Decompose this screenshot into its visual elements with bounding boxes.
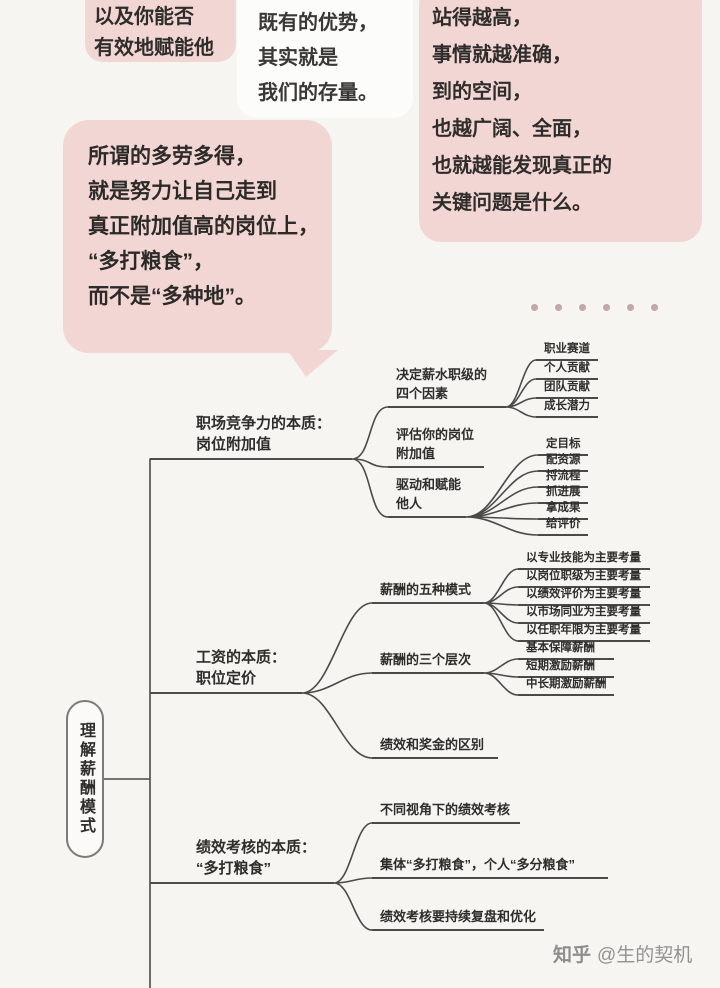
branch-label: 职场竞争力的本质： (196, 415, 332, 432)
branch-salary-essence: 工资的本质： 职位定价 (150, 647, 302, 694)
sub-branch-perspectives: 不同视角下的绩效考核 (372, 800, 520, 824)
leaf-item: 团队贡献 (536, 380, 598, 399)
sub-branch-label: 驱动和赋能 (396, 477, 462, 492)
bubble-line: 事情就越准确， (432, 44, 572, 66)
leaf-item: 短期激励薪酬 (518, 659, 614, 678)
leaf-item: 中长期激励薪酬 (518, 677, 614, 696)
bubble-line: 而不是“多种地”。 (88, 285, 256, 308)
bubble-line: 所谓的多劳多得， (88, 145, 256, 168)
branch-label: 绩效考核的本质： (196, 839, 317, 856)
sub-branch-label: 不同视角下的绩效考核 (380, 802, 511, 817)
leaf-item: 成长潜力 (536, 399, 598, 418)
branch-performance-review: 绩效考核的本质： “多打粮食” (150, 837, 334, 884)
sub-branch-label: 绩效和奖金的区别 (380, 737, 485, 752)
leaf-item: 捋流程 (538, 469, 588, 488)
sub-branch-four-factors: 决定薪水职级的 四个因素 (388, 365, 506, 408)
speech-bubble-enable-others: 以及你能否 有效地赋能他 (85, 0, 236, 62)
root-node-label: 理解薪酬模式 (77, 722, 94, 836)
leaf-item: 配资源 (538, 453, 588, 472)
leaf-item: 拿成果 (538, 501, 588, 520)
sub-branch-continuous-review: 绩效考核要持续复盘和优化 (372, 907, 544, 931)
bubble-line: “多打粮食”， (88, 250, 214, 273)
branch-label: 职位定价 (196, 670, 257, 687)
speech-bubble-existing-advantage: 既有的优势， 其实就是 我们的存量。 (237, 0, 413, 118)
decor-dot (531, 304, 538, 311)
sub-branch-label: 四个因素 (396, 386, 449, 401)
sub-branch-label: 附加值 (396, 446, 436, 461)
sub-branch-label: 薪酬的五种模式 (380, 582, 472, 597)
speech-bubble-more-work: 所谓的多劳多得， 就是努力让自己走到 真正附加值高的岗位上， “多打粮食”， 而… (63, 120, 332, 353)
bubble-line: 以及你能否 (94, 6, 194, 28)
sub-branch-label: 薪酬的三个层次 (380, 652, 472, 667)
leaf-item: 定目标 (538, 437, 588, 456)
leaf-item: 职业赛道 (536, 342, 598, 361)
sub-branch-bonus-difference: 绩效和奖金的区别 (372, 735, 498, 759)
sub-branch-label: 绩效考核要持续复盘和优化 (380, 909, 537, 924)
leaf-item: 以任职年限为主要考量 (518, 623, 650, 642)
decor-dot (603, 304, 610, 311)
sub-branch-five-models: 薪酬的五种模式 (372, 580, 484, 604)
bubble-line: 我们的存量。 (258, 82, 378, 104)
zhihu-logo: 知乎 (553, 945, 592, 966)
decor-dot (627, 304, 634, 311)
watermark: 知乎@生的契机 (553, 940, 692, 967)
sub-branch-three-levels: 薪酬的三个层次 (372, 650, 484, 674)
decor-dot (579, 304, 586, 311)
decor-dots (531, 304, 658, 311)
sub-branch-evaluate-value: 评估你的岗位 附加值 (388, 425, 484, 468)
bubble-line: 真正附加值高的岗位上， (88, 215, 319, 238)
bubble-line: 站得越高， (432, 7, 532, 29)
sub-branch-label: 他人 (396, 496, 423, 511)
branch-job-competitiveness: 职场竞争力的本质： 岗位附加值 (150, 413, 352, 460)
sub-branch-label: 集体“多打粮食”，个人“多分粮食” (380, 857, 576, 872)
leaf-item: 以岗位职级为主要考量 (518, 569, 650, 588)
leaf-item: 以专业技能为主要考量 (518, 551, 650, 570)
sub-branch-label: 评估你的岗位 (396, 427, 475, 442)
leaf-item: 以绩效评价为主要考量 (518, 587, 650, 606)
branch-label: “多打粮食” (196, 860, 272, 877)
bubble-line: 有效地赋能他 (94, 37, 214, 59)
leaf-item: 基本保障薪酬 (518, 641, 614, 660)
bubble-line: 到的空间， (432, 81, 532, 103)
bubble-line: 就是努力让自己走到 (88, 180, 277, 203)
sub-branch-drive-enable: 驱动和赋能 他人 (388, 475, 466, 518)
decor-dot (651, 304, 658, 311)
bubble-line: 也就越能发现真正的 (432, 155, 612, 177)
sub-branch-label: 决定薪水职级的 (396, 367, 488, 382)
leaf-item: 抓进展 (538, 485, 588, 504)
sub-branch-collective-individual: 集体“多打粮食”，个人“多分粮食” (372, 855, 608, 879)
leaf-item: 个人贡献 (536, 361, 598, 380)
watermark-handle: @生的契机 (597, 945, 693, 966)
bubble-line: 其实就是 (258, 47, 338, 69)
speech-bubble-higher-view: 站得越高， 事情就越准确， 到的空间， 也越广阔、全面， 也就越能发现真正的 关… (419, 0, 702, 242)
branch-label: 工资的本质： (196, 649, 287, 666)
leaf-item: 以市场同业为主要考量 (518, 605, 650, 624)
leaf-item: 给评价 (538, 517, 588, 536)
bubble-line: 关键问题是什么。 (432, 192, 592, 214)
bubble-line: 既有的优势， (258, 12, 378, 34)
bubble-line: 也越广阔、全面， (432, 118, 592, 140)
decor-dot (555, 304, 562, 311)
branch-label: 岗位附加值 (196, 436, 272, 453)
mindmap-root-node: 理解薪酬模式 (66, 700, 104, 858)
